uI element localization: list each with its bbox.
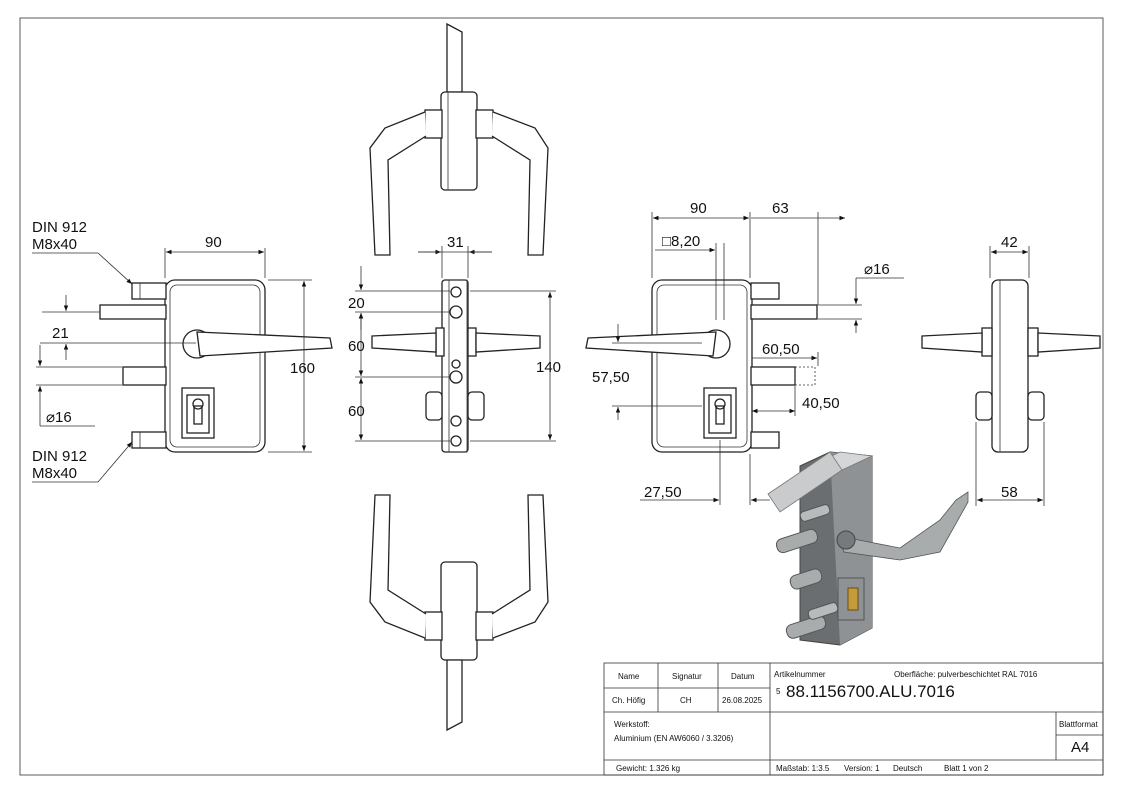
side-d20-dim: 20 [348, 295, 365, 312]
side-width-dim: 31 [447, 234, 464, 251]
front-width-dim: 90 [205, 234, 222, 251]
front-din-top: DIN 912 [32, 219, 87, 236]
rear-2750-dim: 27,50 [644, 484, 682, 501]
tb-header-name: Name [618, 672, 640, 681]
end-view [921, 246, 1101, 506]
tb-header-datum: Datum [731, 672, 755, 681]
sheet-border [19, 17, 1104, 776]
side-height-dim: 140 [536, 359, 561, 376]
side-d60b-dim: 60 [348, 403, 365, 420]
tb-blatt: Blatt 1 von 2 [944, 764, 989, 773]
tb-blattformat-label: Blattformat [1059, 720, 1098, 729]
side-d60a-dim: 60 [348, 338, 365, 355]
rear-5750-dim: 57,50 [592, 369, 630, 386]
title-block [603, 662, 1104, 776]
side-view [355, 22, 556, 732]
rear-dia-dim: ⌀16 [864, 261, 890, 278]
front-din-bottom: DIN 912 [32, 448, 87, 465]
front-offset-dim: 21 [52, 325, 69, 342]
tb-signatur: CH [680, 696, 692, 705]
tb-massstab: Maßstab: 1:3.5 [776, 764, 830, 773]
front-din-top-size: M8x40 [32, 236, 77, 253]
tb-gewicht: Gewicht: 1.326 kg [616, 764, 680, 773]
front-height-dim: 160 [290, 360, 315, 377]
tb-artikel: 88.1156700.ALU.7016 [786, 682, 955, 701]
tb-sprache: Deutsch [893, 764, 922, 773]
rear-4050-dim: 40,50 [802, 395, 840, 412]
tb-werkstoff-label: Werkstoff: [614, 720, 650, 729]
rear-view [585, 212, 904, 505]
tb-version: Version: 1 [844, 764, 880, 773]
tb-blattformat: A4 [1071, 739, 1089, 756]
front-din-bottom-size: M8x40 [32, 465, 77, 482]
tb-name: Ch. Höfig [612, 696, 645, 705]
tb-oberflaeche: Oberfläche: pulverbeschichtet RAL 7016 [894, 670, 1038, 679]
rear-6050-dim: 60,50 [762, 341, 800, 358]
tb-werkstoff: Aluminium (EN AW6060 / 3.3206) [614, 734, 734, 743]
tb-header-signatur: Signatur [672, 672, 702, 681]
rear-square-dim: □8,20 [662, 233, 700, 250]
rear-width-dim: 90 [690, 200, 707, 217]
tb-artikel-label: Artikelnummer [774, 670, 826, 679]
tb-artikel-prefix: 5 [776, 687, 781, 696]
rear-extra-dim: 63 [772, 200, 789, 217]
front-dia-dim: ⌀16 [46, 409, 72, 426]
front-view [32, 248, 333, 483]
end-width-dim: 42 [1001, 234, 1018, 251]
tb-datum: 26.08.2025 [722, 696, 763, 705]
isometric-lock-image [767, 451, 969, 646]
end-depth-dim: 58 [1001, 484, 1018, 501]
